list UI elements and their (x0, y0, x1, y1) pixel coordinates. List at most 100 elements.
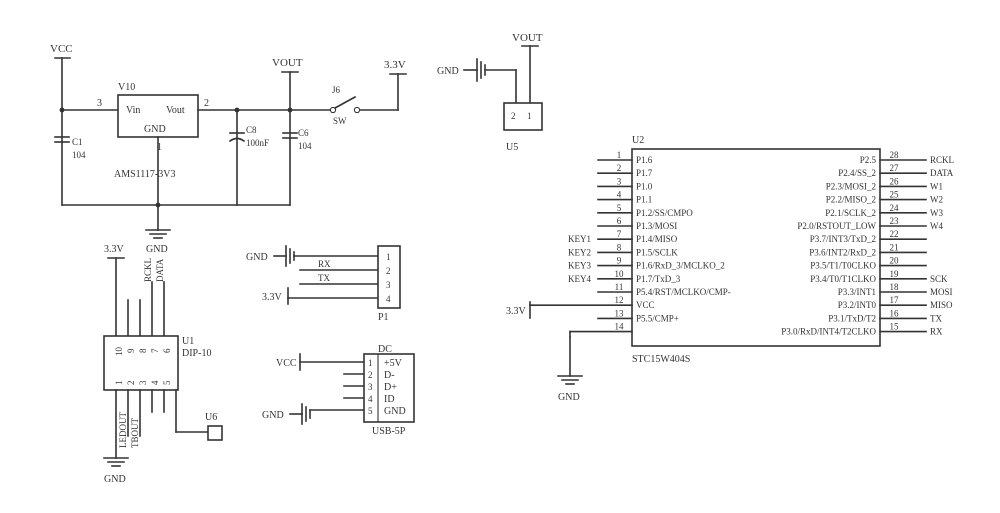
mcu-right-pin-label: P2.2/MISO_2 (826, 195, 876, 205)
regulator-body (117, 94, 199, 138)
c8-plate-bottom (228, 137, 246, 143)
vcc-label: VCC (50, 43, 73, 55)
regulator-section: VCC 3 C1 104 V10 Vin Vout GND AMS1117-3V… (50, 43, 407, 255)
reg-pin-in: 3 (97, 98, 102, 109)
mcu-right-net-label: W2 (930, 195, 943, 205)
mcu-right-pin-number: 17 (890, 295, 900, 305)
regulator-ref: V10 (118, 82, 135, 93)
mcu-left-pin-number: 1 (617, 150, 622, 160)
u5-pin1: 1 (527, 111, 532, 121)
usb-label-gnd: GND (384, 406, 406, 417)
vout-label-u5: VOUT (512, 32, 543, 44)
usb-pin-2: 2 (368, 370, 373, 380)
u6-ref: U6 (205, 412, 217, 423)
u1-section: 3.3V RCKL DATA 10 9 8 7 6 1 2 3 4 5 U1 D… (103, 244, 223, 485)
mcu-right-pin-number: 21 (890, 242, 899, 252)
v33-label-mcu: 3.3V (506, 306, 527, 317)
u1-signal-tbout: TBOUT (130, 418, 140, 448)
u1-pin-7: 7 (150, 348, 160, 353)
mcu-right-pin-label: P2.5 (860, 155, 877, 165)
mcu-left-pin-label: P1.2/SS/CMPO (636, 208, 693, 218)
u1-pin-5: 5 (162, 380, 172, 385)
mcu-right-pin-label: P2.3/MOSI_2 (826, 181, 876, 191)
switch-contact-left (329, 106, 337, 114)
regulator-part: AMS1117-3V3 (114, 169, 175, 180)
mcu-right-pin-label: P3.3/INT1 (838, 287, 876, 297)
u1-pin-8: 8 (138, 348, 148, 353)
u1-signal-data: DATA (155, 258, 165, 282)
mcu-right-pin-number: 15 (890, 322, 900, 332)
mcu-right-pin-number: 24 (890, 203, 900, 213)
reg-pin-gnd: 1 (157, 142, 162, 153)
gnd-label-mcu: GND (558, 392, 580, 403)
mcu-right-net-label: TX (930, 313, 942, 323)
gnd-label-u1: GND (104, 474, 126, 485)
mcu-right-pin-number: 19 (890, 269, 900, 279)
v33-label-p1: 3.3V (262, 292, 283, 303)
p1-pin-4: 4 (386, 294, 391, 304)
mcu-left-pin-label: P1.3/MOSI (636, 221, 677, 231)
usb-pin-3: 3 (368, 382, 373, 392)
u1-signal-ledout: LEDOUT (118, 412, 128, 448)
u5-ref: U5 (506, 142, 518, 153)
mcu-right-net-label: W4 (930, 221, 943, 231)
mcu-left-pin-label: P5.4/RST/MCLKO/CMP- (636, 287, 731, 297)
mcu-left-net-label: KEY1 (568, 234, 591, 244)
mcu-left-pin-number: 9 (617, 256, 622, 266)
mcu-left-pin-label: P1.7 (636, 168, 653, 178)
mcu-left-pin-number: 10 (615, 269, 625, 279)
vout-label: VOUT (272, 57, 303, 69)
mcu-right-net-label: MISO (930, 300, 953, 310)
mcu-right-pin-label: P2.1/SCLK_2 (825, 208, 876, 218)
switch-lever (333, 95, 357, 110)
u6-pad (207, 425, 223, 441)
mcu-right-net-label: W1 (930, 181, 943, 191)
p1-body (377, 245, 401, 309)
switch-label: SW (333, 116, 347, 126)
p1-pin-2: 2 (386, 266, 391, 276)
usb-label-id: ID (384, 394, 395, 405)
mcu-right-pin-label: P3.1/TxD/T2 (828, 313, 876, 323)
mcu-left-pin-number: 5 (617, 203, 622, 213)
switch-contact-right (353, 106, 361, 114)
mcu-right-net-label: DATA (930, 168, 954, 178)
mcu-left-pin-number: 3 (617, 176, 622, 186)
u5-pin2: 2 (511, 111, 516, 121)
reg-pin-out: 2 (204, 98, 209, 109)
u1-pin-6: 6 (162, 348, 172, 353)
u1-pin-9: 9 (126, 348, 136, 353)
mcu-body (631, 148, 881, 347)
u5-body (503, 102, 543, 131)
usb-pin-4: 4 (368, 394, 373, 404)
mcu-right-pin-label: P2.0/RSTOUT_LOW (797, 221, 876, 231)
mcu-left-pin-number: 11 (615, 282, 624, 292)
mcu-right-pin-label: P3.4/T0/T1CLKO (810, 274, 876, 284)
c1-value: 104 (72, 150, 86, 160)
p1-section: GND RX TX 3.3V 1 2 3 4 P1 (246, 245, 401, 323)
mcu-right-pin-number: 27 (890, 163, 900, 173)
p1-pin-1: 1 (386, 252, 391, 262)
mcu-left-pin-number: 8 (617, 242, 622, 252)
c8-value: 100nF (246, 138, 269, 148)
mcu-right-pin-number: 23 (890, 216, 900, 226)
u1-pin-1: 1 (114, 381, 124, 386)
v33-label-u1: 3.3V (104, 244, 125, 255)
c6-value: 104 (298, 141, 312, 151)
p1-tx: TX (318, 273, 330, 283)
mcu-left-net-label: KEY3 (568, 261, 591, 271)
mcu-left-net-label: KEY4 (568, 274, 591, 284)
mcu-right-net-label: SCK (930, 274, 948, 284)
mcu-left-pin-label: P1.7/TxD_3 (636, 274, 681, 284)
vcc-label-usb: VCC (276, 358, 297, 369)
mcu-right-pin-label: P3.5/T1/T0CLKO (810, 261, 876, 271)
mcu-right-net-label: RX (930, 327, 943, 337)
mcu-left-pin-number: 14 (615, 322, 625, 332)
c8-ref: C8 (246, 125, 257, 135)
usb-label-5v: +5V (384, 358, 403, 369)
u1-body (103, 335, 179, 391)
u1-ref: U1 (182, 336, 194, 347)
mcu-right-pin-number: 16 (890, 308, 900, 318)
